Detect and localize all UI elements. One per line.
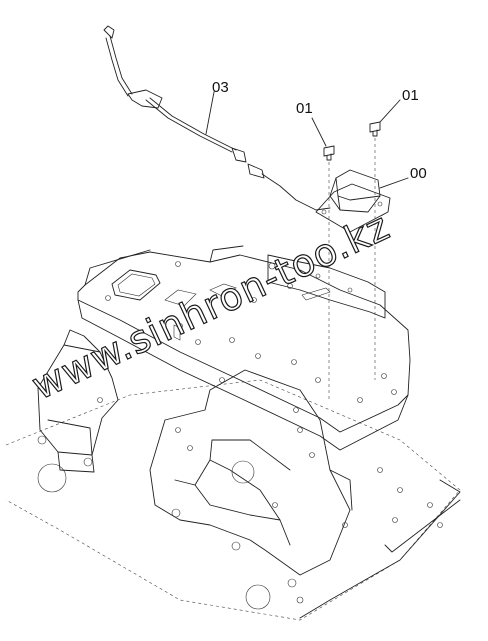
center-frame bbox=[149, 369, 353, 576]
callout-01-right: 01 bbox=[402, 87, 419, 104]
screw-left bbox=[311, 117, 335, 400]
wiring-harness bbox=[103, 25, 331, 211]
callout-00: 00 bbox=[410, 165, 427, 182]
electrical-unit bbox=[315, 169, 391, 233]
watermark: www.sinhron-too.kz bbox=[25, 204, 396, 408]
callout-03: 03 bbox=[212, 79, 229, 96]
screw-right bbox=[369, 99, 401, 380]
callout-01-left: 01 bbox=[296, 100, 313, 117]
main-plate bbox=[77, 245, 411, 451]
left-bracket bbox=[37, 329, 119, 473]
floor-plate bbox=[5, 379, 461, 621]
leader-00 bbox=[379, 177, 409, 189]
